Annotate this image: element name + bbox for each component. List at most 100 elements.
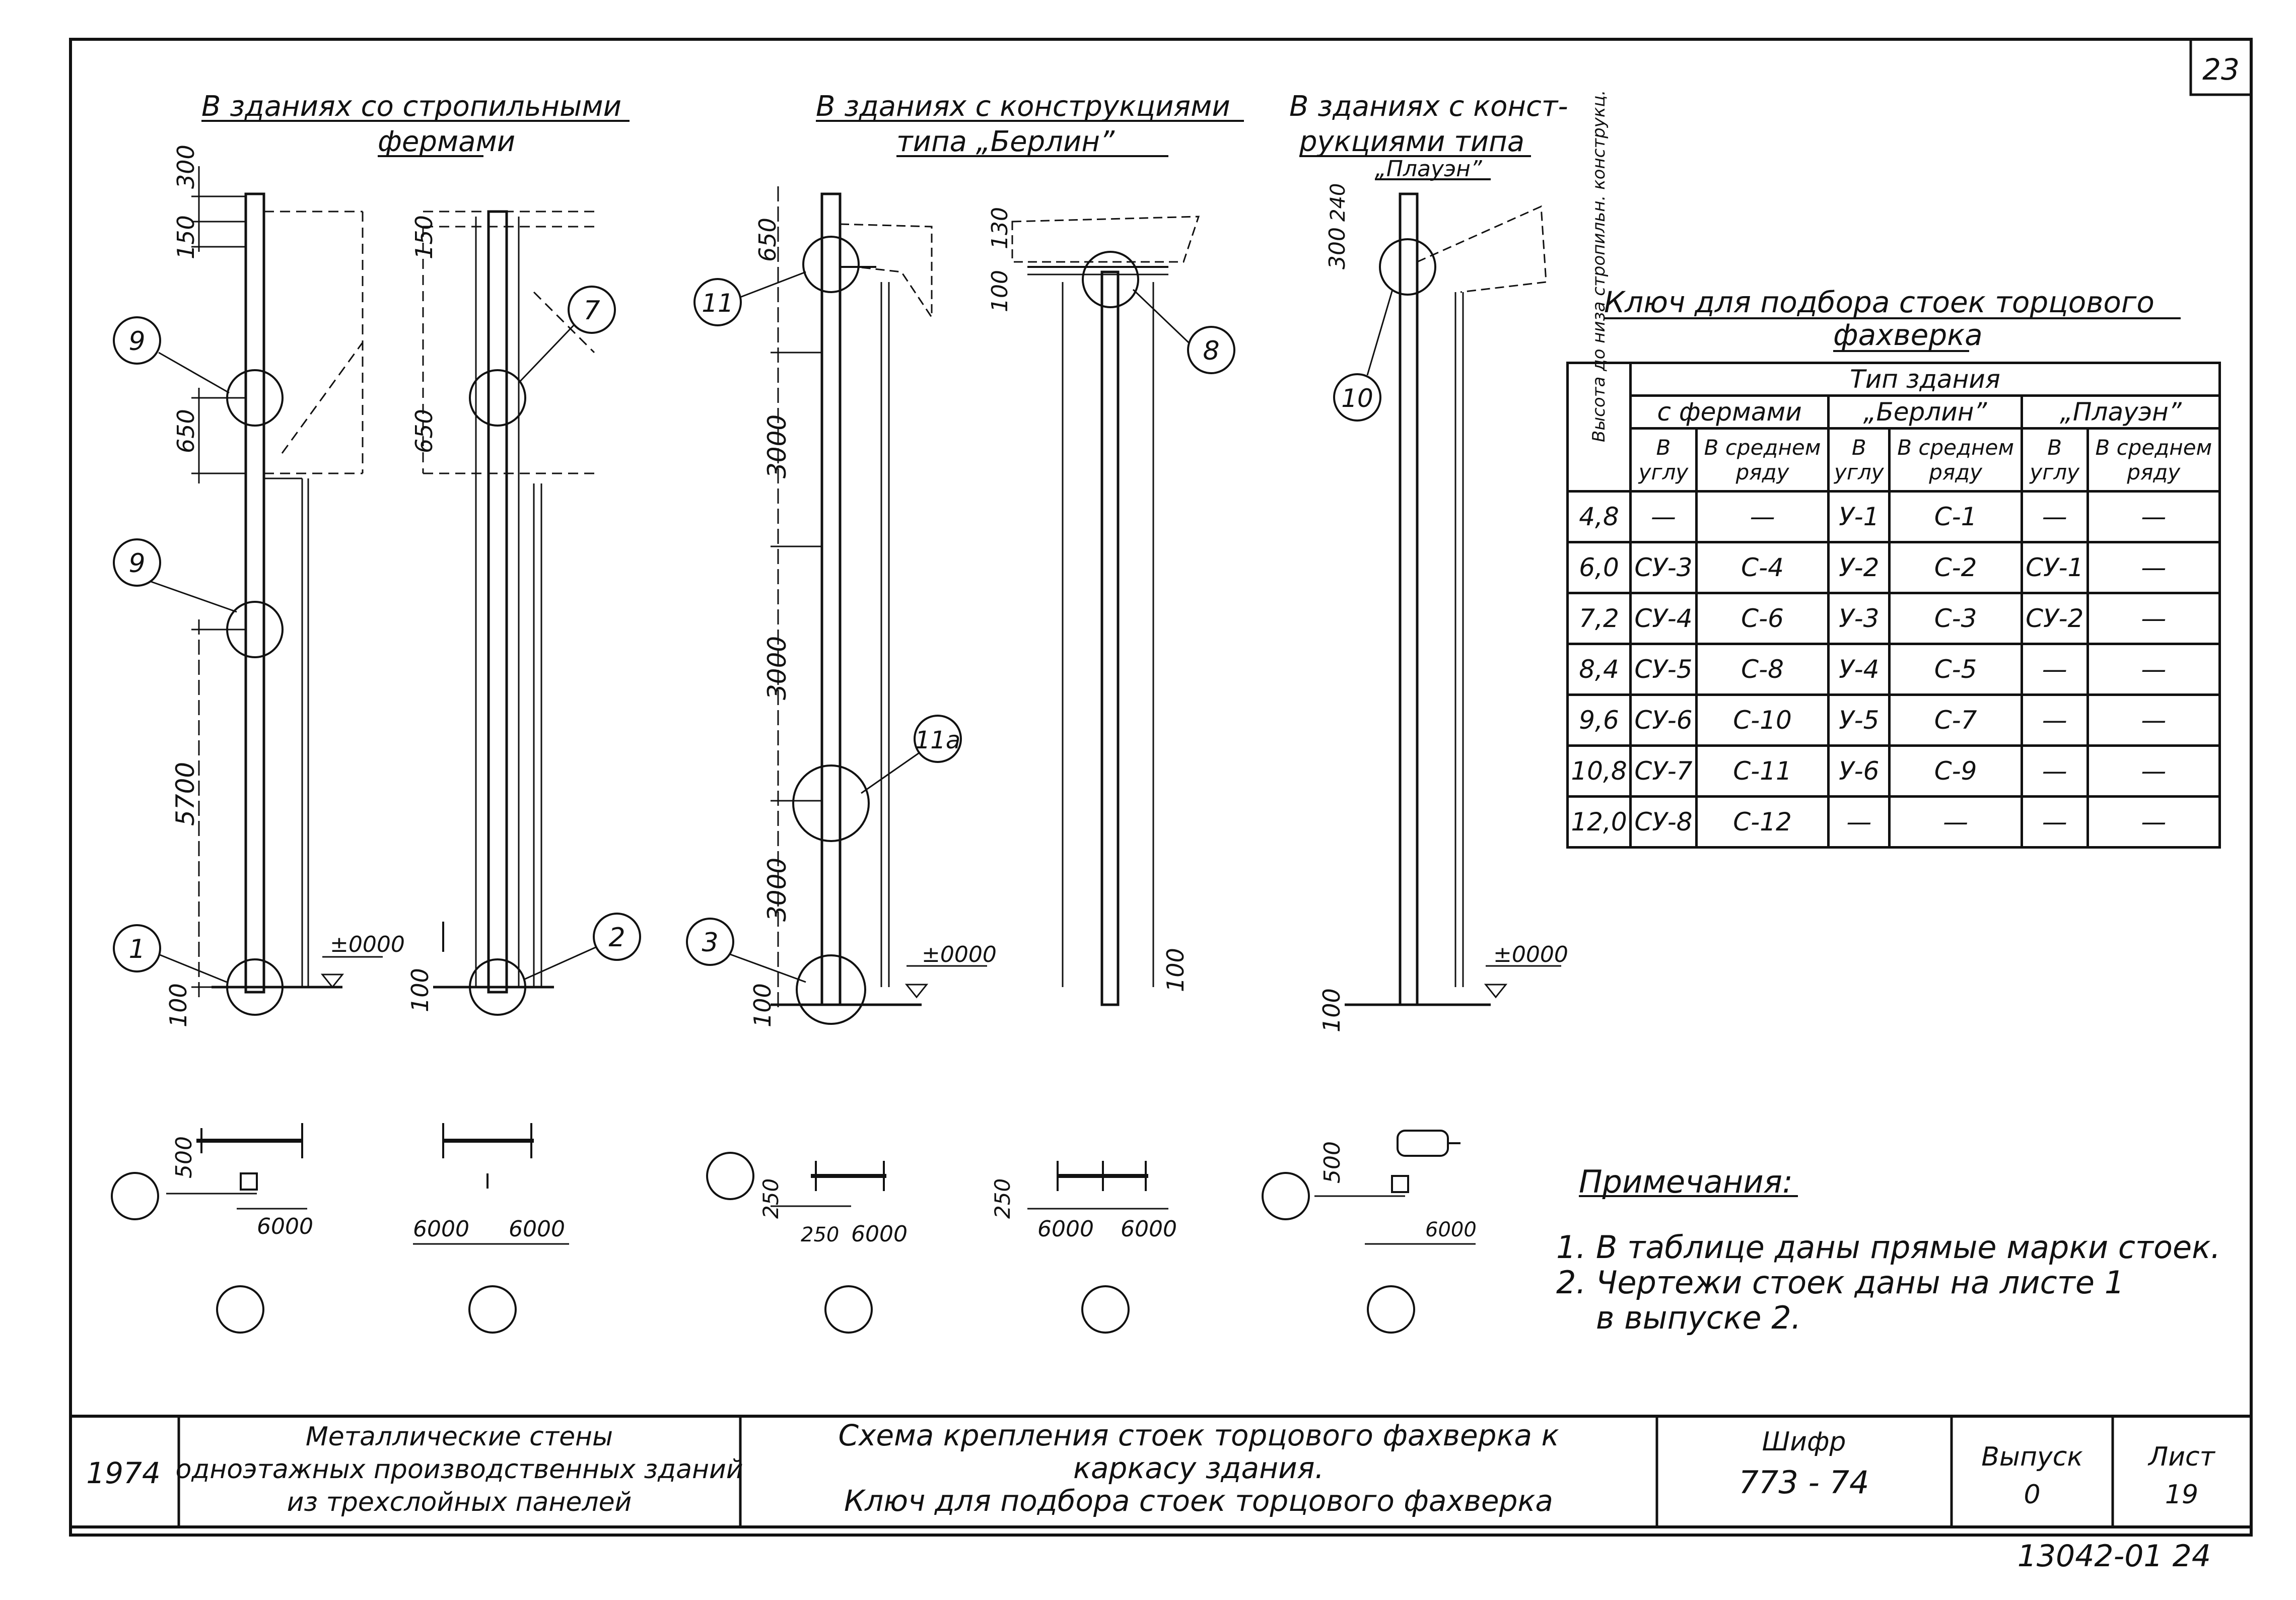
dims-berlin-middle: 100 130 100 [987,207,1189,992]
title-block-code-label: Шифр [1762,1427,1846,1457]
callout-label: 9 [128,548,145,579]
note-1: 1. В таблице даны прямые марки стоек. [1556,1229,2221,1266]
plan-dim-6000: 6000 [257,1214,313,1239]
callout-label: 11 [702,289,734,318]
dim-100: 100 [987,270,1013,312]
title-block-series-3: из трехслойных панелей [287,1487,632,1517]
dim-150: 150 [172,215,199,259]
dim-100: 100 [406,968,434,1012]
callout-label: 9 [128,326,145,357]
dim-300: 300 [172,145,199,189]
table-title: Ключ для подбора стоек торцового фахверк… [1604,285,2181,352]
title-block-issue-label: Выпуск [1981,1442,2083,1472]
plan-dim-6000: 6000 [1037,1216,1094,1242]
plan-dim-6000: 6000 [1425,1218,1477,1241]
title-block-issue-value: 0 [2024,1480,2040,1510]
table-title-line: Ключ для подбора стоек торцового [1604,285,2154,319]
notes-title: Примечания: [1579,1163,1793,1200]
title-block-lines [71,1415,2251,1528]
subcol-corner: В углу [2020,427,2089,493]
callout-label: 2 [608,923,625,953]
dim-3000: 3000 [762,414,792,478]
callout-11: 11 [693,271,806,326]
dim-100: 100 [1162,948,1189,992]
subcol-corner: В углу [1629,427,1698,493]
title-line: В зданиях со стропильными [201,90,621,123]
section-title-berlin: В зданиях с конструкциями типа „Берлин” [816,90,1244,158]
dim-130: 130 [987,207,1013,249]
column-berlin-middle [1011,216,1200,1006]
table-title-line: фахверка [1833,318,1983,352]
sheet-frame [69,38,2253,1537]
title-block-code-value: 773 - 74 [1738,1464,1869,1501]
dims-trusses-middle: 150 650 100 [406,215,438,1012]
title-block-year: 1974 [86,1456,161,1490]
plan-dim-6000: 6000 [509,1216,565,1242]
column-trusses-middle [422,210,599,1016]
plan-trusses-corner: 500 6000 [111,1123,313,1334]
dims-plauen-corner: 300 240 100 ±0000 [1318,183,1568,1032]
column-trusses-corner [191,166,364,1016]
sheet-number-box [2189,38,2253,96]
plan-dim-250: 250 [758,1178,783,1219]
level-mark: ±0000 [1493,942,1568,967]
column-berlin-corner [771,186,933,1025]
dim-240: 240 [1327,183,1350,222]
callout-7: 7 [518,286,616,384]
dim-100: 100 [749,983,776,1027]
type-plauen: „Плауэн” [2020,394,2221,430]
plan-dim-500: 500 [171,1136,197,1178]
title-line: В зданиях с конст- [1289,90,1568,123]
title-line: рукциями типа [1299,125,1524,158]
callout-label: 8 [1203,336,1219,366]
title-block-title-1: Схема крепления стоек торцового фахверка… [839,1418,1559,1452]
plan-berlin-middle: 250 6000 6000 [990,1161,1177,1334]
callout-label: 10 [1341,384,1373,413]
dim-650: 650 [172,409,199,453]
level-mark: ±0000 [922,942,997,967]
callout-1: 1 [113,924,227,983]
plan-dim-250: 250 [801,1223,839,1246]
dim-650: 650 [410,409,438,453]
dim-300: 300 [1325,227,1350,269]
subcol-corner: В углу [1827,427,1891,493]
section-title-trusses: В зданиях со стропильными фермами [201,90,630,158]
callout-11a: 11а [861,715,962,794]
dim-100: 100 [165,983,192,1027]
plan-dim-250: 250 [990,1178,1015,1219]
subcol-middle-row: В среднем ряду [1695,427,1830,493]
note-3: в выпуске 2. [1556,1299,1801,1336]
dim-3000: 3000 [762,858,792,922]
dim-100: 100 [1318,988,1345,1032]
dims-trusses-corner: 300 150 650 5700 100 ±0000 [165,145,405,1027]
type-berlin: „Берлин” [1827,394,2023,430]
callout-3: 3 [686,918,806,983]
plan-dim-500: 500 [1319,1141,1345,1184]
section-title-plauen: В зданиях с конст- рукциями типа „Плауэн… [1289,90,1568,182]
callout-10: 10 [1333,289,1394,422]
subcol-middle-row: В среднем ряду [2086,427,2221,493]
title-line: „Плауэн” [1375,156,1483,182]
sheet-number: 23 [2202,52,2240,87]
column-key-table: Высота до низа стропильн. конструкц. Тип… [1566,90,2221,849]
title-block-series-2: одноэтажных производственных зданий [175,1454,743,1485]
callout-2: 2 [523,913,641,981]
callout-9a: 9 [113,316,230,394]
plan-trusses-middle: 6000 6000 [413,1123,569,1334]
column-plauen-corner [1345,192,1547,1006]
title-line: В зданиях с конструкциями [816,90,1230,123]
subcol-middle-row: В среднем ряду [1888,427,2023,493]
dim-5700: 5700 [171,762,200,826]
title-line: типа „Берлин” [896,125,1115,158]
title-block-title-3: Ключ для подбора стоек торцового фахверк… [844,1484,1553,1518]
plan-dim-6000: 6000 [1121,1216,1177,1242]
dim-150: 150 [410,215,438,259]
callout-label: 11а [915,726,961,754]
title-block-sheet-value: 19 [2165,1480,2198,1510]
